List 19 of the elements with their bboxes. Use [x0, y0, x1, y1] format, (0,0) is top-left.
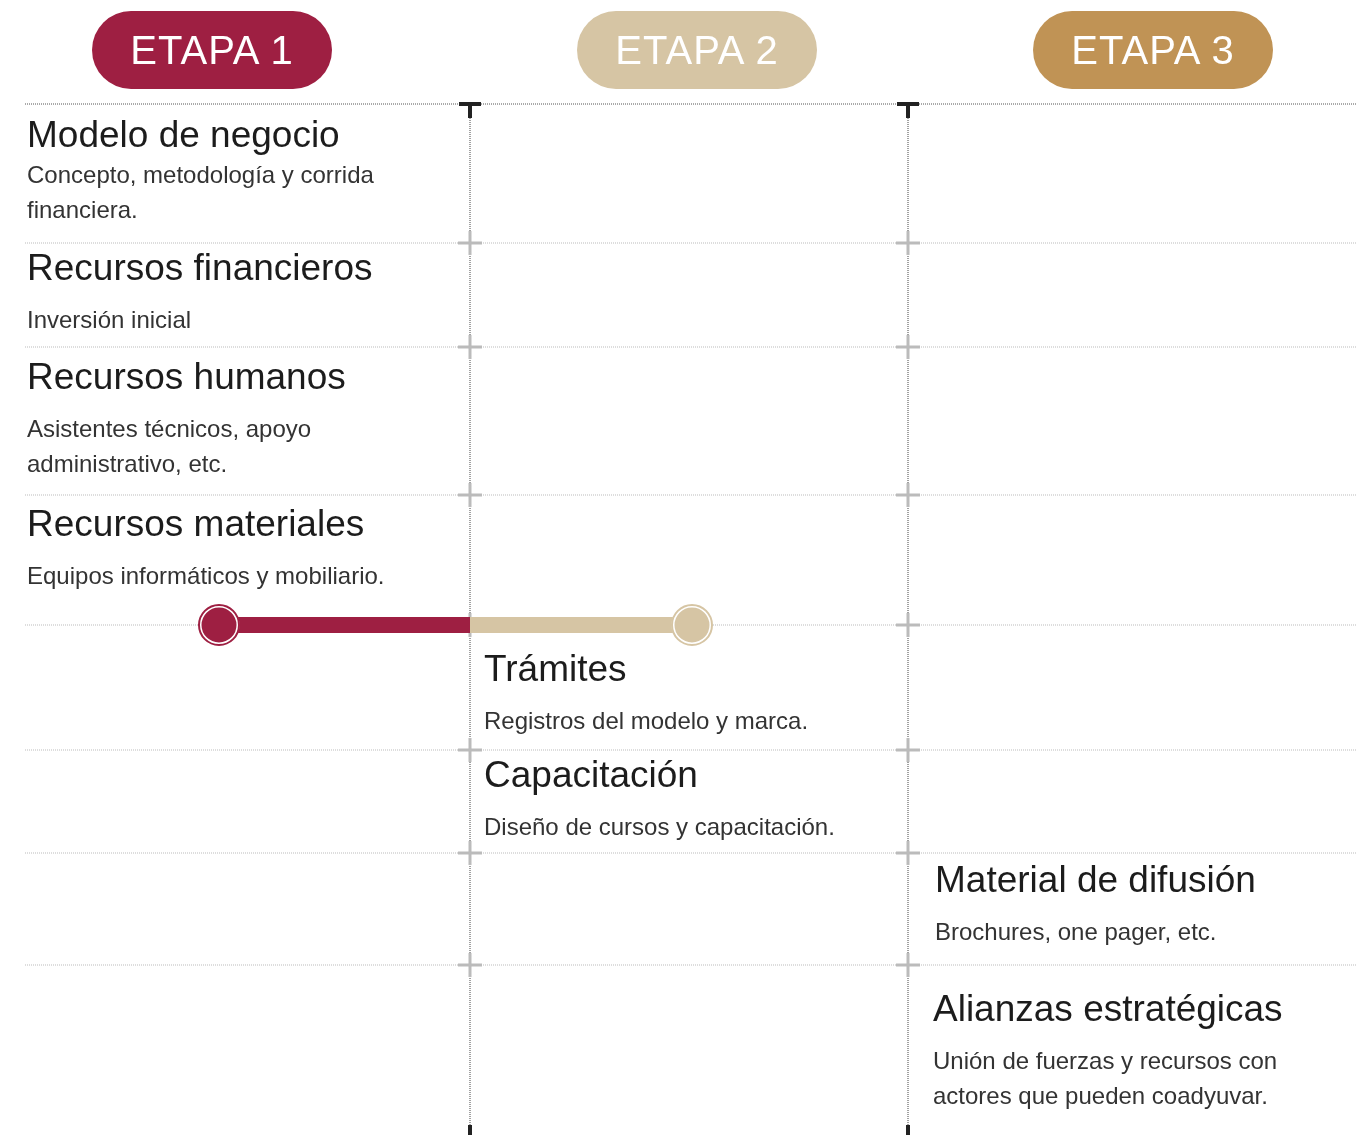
- stage-pill: ETAPA 1: [92, 11, 332, 89]
- item-heading: Recursos materiales: [27, 502, 366, 546]
- item-heading: Trámites: [484, 647, 628, 691]
- item-description: Equipos informáticos y mobiliario.: [27, 561, 386, 591]
- item-heading: Material de difusión: [935, 858, 1257, 902]
- item-description: Registros del modelo y marca.: [484, 706, 810, 736]
- item-description: Inversión inicial: [27, 305, 193, 335]
- stage-pill: ETAPA 2: [577, 11, 817, 89]
- item-description: Brochures, one pager, etc.: [935, 917, 1218, 947]
- item-heading: Capacitación: [484, 753, 699, 797]
- item-description: Concepto, metodología y corrida financiera.: [27, 160, 375, 225]
- item-description: Asistentes técnicos, apoyo administrativo, etc.: [27, 414, 313, 479]
- item-heading: Recursos humanos: [27, 355, 347, 399]
- stage-pill: ETAPA 3: [1033, 11, 1273, 89]
- item-heading: Alianzas estratégicas: [933, 987, 1284, 1031]
- item-heading: Modelo de negocio: [27, 113, 341, 157]
- item-heading: Recursos financieros: [27, 246, 374, 290]
- item-description: Diseño de cursos y capacitación.: [484, 812, 836, 842]
- item-description: Unión de fuerzas y recursos con actores que pueden coadyuvar.: [933, 1046, 1279, 1111]
